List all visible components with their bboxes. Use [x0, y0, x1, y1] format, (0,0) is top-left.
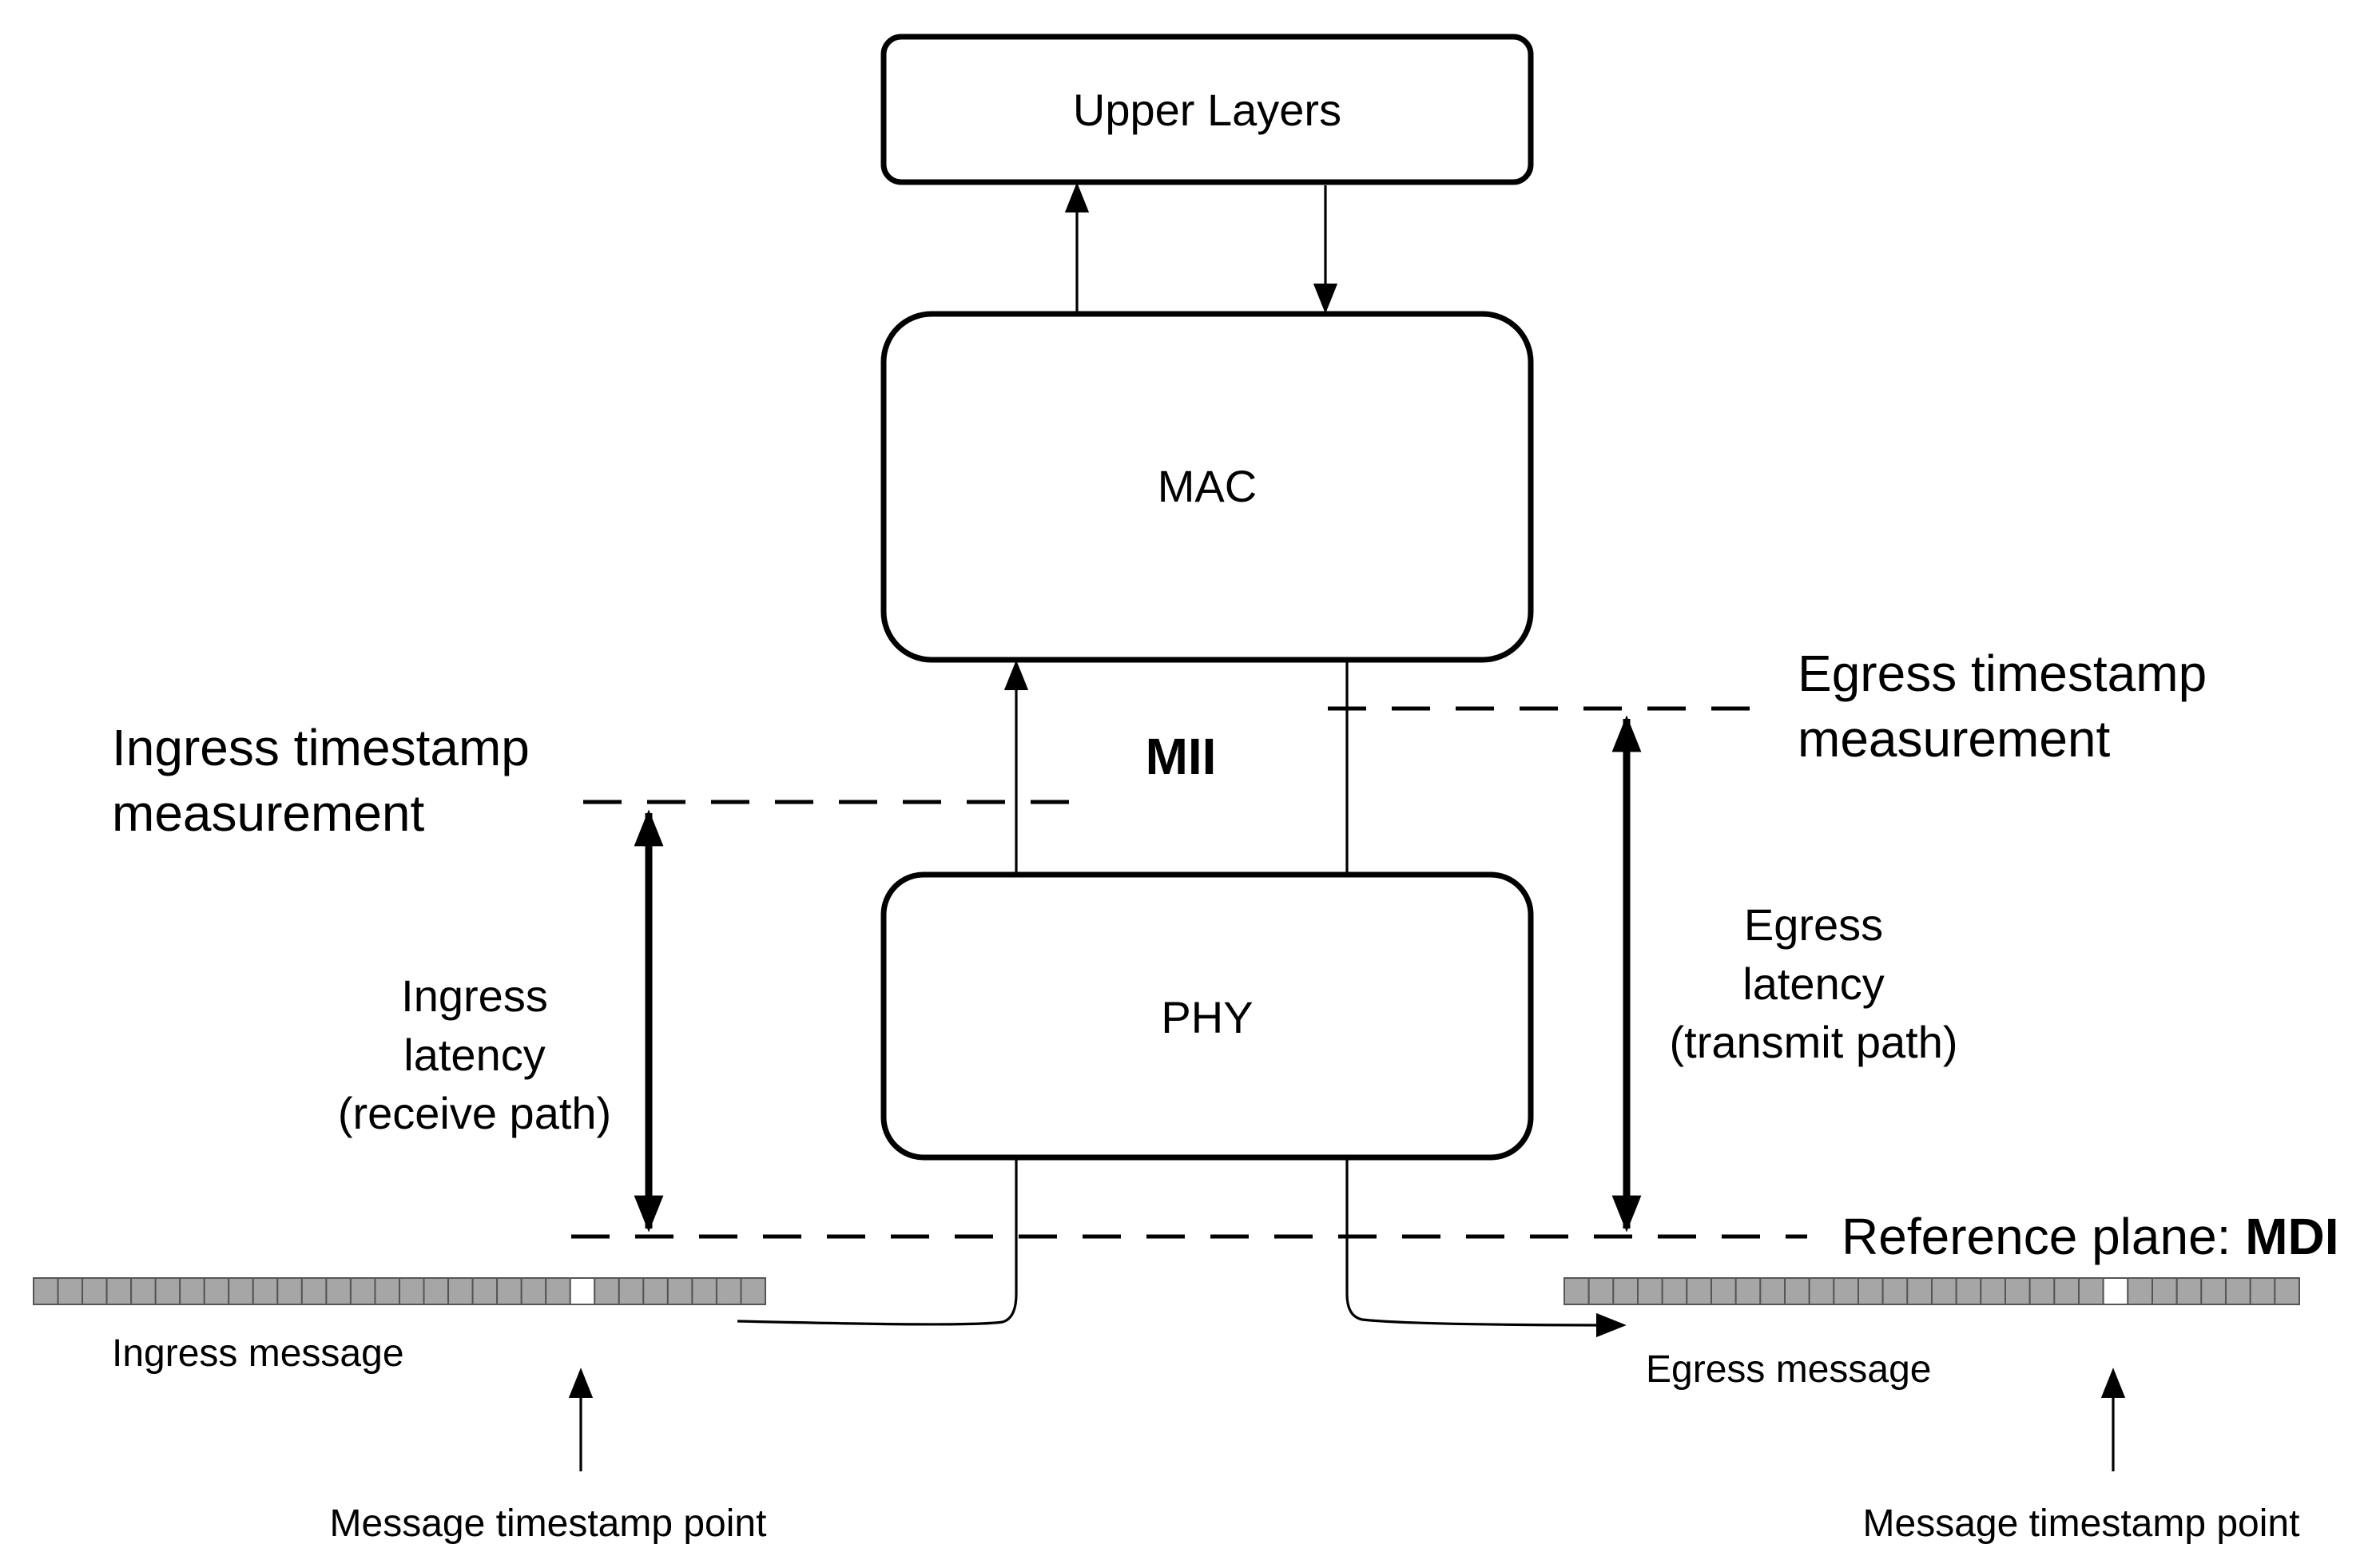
ingress-message-label: Ingress message [112, 1332, 404, 1375]
egress-message-cell [1858, 1277, 1884, 1305]
egress-message-path [1345, 1157, 1627, 1338]
ingress-message-cell [545, 1277, 571, 1305]
ingress-latency-label-line2: latency [403, 1030, 545, 1080]
ingress-message-cell [399, 1277, 425, 1305]
ingress-message-cell [325, 1277, 352, 1305]
ingress-message-cell [252, 1277, 279, 1305]
egress-latency-label-line1: Egress [1744, 899, 1883, 950]
mii-label: MII [1146, 728, 1217, 785]
egress-message-cell [2175, 1277, 2203, 1305]
ingress-message-cell [642, 1277, 669, 1305]
egress-timestamp-label-line2: measurement [1798, 710, 2111, 768]
egress-message-cell [1661, 1277, 1688, 1305]
egress-message-cell [1931, 1277, 1957, 1305]
ingress-message-cell [81, 1277, 108, 1305]
egress-message-cell [1881, 1277, 1909, 1305]
egress-message-cell [2078, 1277, 2104, 1305]
ingress-message-cell [57, 1277, 84, 1305]
ingress-message-cell [594, 1277, 620, 1305]
ingress-message-bar [33, 1277, 766, 1305]
ingress-message-cell [179, 1277, 205, 1305]
ingress-message-cell [715, 1277, 742, 1305]
ingress-timestamp-cell [569, 1277, 596, 1305]
ingress-message-cell [618, 1277, 645, 1305]
egress-message-cell [2005, 1277, 2031, 1305]
ingress-message-cell [105, 1277, 133, 1305]
egress-message-cell [2127, 1277, 2154, 1305]
mac-label: MAC [1158, 461, 1257, 511]
egress-message-cell [1711, 1277, 1737, 1305]
egress-message-cell [1980, 1277, 2007, 1305]
ingress-timestamp-label-line2: measurement [112, 784, 425, 842]
egress-latency-label-line3: (transmit path) [1670, 1017, 1958, 1067]
egress-message-cell [2152, 1277, 2178, 1305]
egress-timestamp-point-label: Message timestamp point [1863, 1503, 2300, 1545]
ingress-latency-label-line1: Ingress [401, 971, 548, 1021]
ingress-message-cell [447, 1277, 474, 1305]
egress-message-cell [2200, 1277, 2227, 1305]
egress-timestamp-cell [2102, 1277, 2129, 1305]
ingress-message-cell [740, 1277, 766, 1305]
ingress-message-cell [520, 1277, 547, 1305]
egress-message-cell [2028, 1277, 2056, 1305]
reference-plane-name: MDI [2245, 1208, 2338, 1265]
egress-message-cell [1587, 1277, 1615, 1305]
ingress-message-path [737, 1157, 1018, 1326]
egress-timestamp-label-line1: Egress timestamp [1798, 645, 2207, 702]
egress-message-cell [2249, 1277, 2276, 1305]
ingress-message-cell [496, 1277, 522, 1305]
ingress-message-cell [349, 1277, 376, 1305]
egress-message-cell [1734, 1277, 1762, 1305]
ingress-message-cell [33, 1277, 59, 1305]
mac-block: MAC [880, 311, 1534, 663]
egress-message-cell [1784, 1277, 1810, 1305]
reference-plane-prefix: Reference plane: [1842, 1208, 2245, 1265]
phy-label: PHY [1161, 992, 1253, 1042]
ingress-message-cell [374, 1277, 401, 1305]
egress-message-cell [1906, 1277, 1933, 1305]
phy-block: PHY [880, 871, 1534, 1161]
ingress-timestamp-point-label: Message timestamp point [330, 1503, 767, 1545]
egress-message-cell [2225, 1277, 2251, 1305]
ingress-message-cell [203, 1277, 230, 1305]
ingress-message-cell [423, 1277, 450, 1305]
ingress-latency-label-line3: (receive path) [338, 1088, 611, 1138]
egress-message-cell [1759, 1277, 1786, 1305]
ingress-message-cell [691, 1277, 717, 1305]
ingress-message-cell [666, 1277, 693, 1305]
egress-message-cell [1808, 1277, 1835, 1305]
egress-message-cell [2053, 1277, 2080, 1305]
egress-message-cell [1833, 1277, 1860, 1305]
egress-message-bar [1563, 1277, 2301, 1305]
ingress-message-cell [276, 1277, 303, 1305]
ingress-message-cell [471, 1277, 499, 1305]
upper-layers-block: Upper Layers [880, 34, 1534, 185]
egress-message-cell [1563, 1277, 1590, 1305]
ingress-message-cell [154, 1277, 181, 1305]
ingress-message-cell [300, 1277, 328, 1305]
ingress-timestamp-label-line1: Ingress timestamp [112, 719, 530, 776]
ingress-message-cell [228, 1277, 254, 1305]
upper-layers-label: Upper Layers [1073, 85, 1341, 135]
egress-message-cell [1955, 1277, 1982, 1305]
egress-message-cell [2274, 1277, 2301, 1305]
ingress-message-cell [130, 1277, 157, 1305]
egress-latency-label-line2: latency [1742, 959, 1884, 1009]
egress-message-label: Egress message [1646, 1348, 1932, 1391]
reference-plane-label: Reference plane: MDI [1842, 1208, 2339, 1265]
egress-message-cell [1637, 1277, 1663, 1305]
egress-message-cell [1612, 1277, 1639, 1305]
egress-message-cell [1686, 1277, 1713, 1305]
